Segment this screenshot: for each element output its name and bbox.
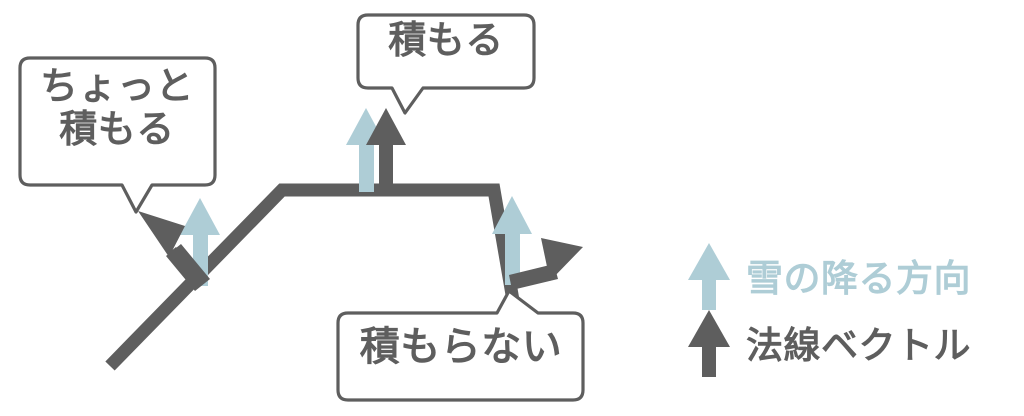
vector-group-plateau bbox=[346, 108, 406, 192]
callout-bubble-gentle-slope bbox=[18, 56, 217, 214]
bubble-plateau-shape bbox=[356, 13, 536, 115]
normal-vector-steep-icon bbox=[509, 238, 583, 290]
normal-vector-slope-icon bbox=[138, 211, 210, 291]
bubble-steep-face-shape bbox=[336, 289, 585, 402]
legend-normal-arrow-icon bbox=[688, 310, 730, 377]
legend-snow-arrow-icon bbox=[688, 243, 730, 310]
vector-group-steep-face bbox=[492, 196, 583, 290]
snow-vector-steep-icon bbox=[492, 196, 532, 285]
callout-bubble-steep-face bbox=[336, 289, 585, 402]
callout-bubble-plateau bbox=[356, 13, 536, 115]
normal-vector-plateau-icon bbox=[366, 108, 406, 192]
vector-group-gentle-slope bbox=[138, 198, 220, 291]
bubble-gentle-slope-shape bbox=[18, 56, 217, 214]
